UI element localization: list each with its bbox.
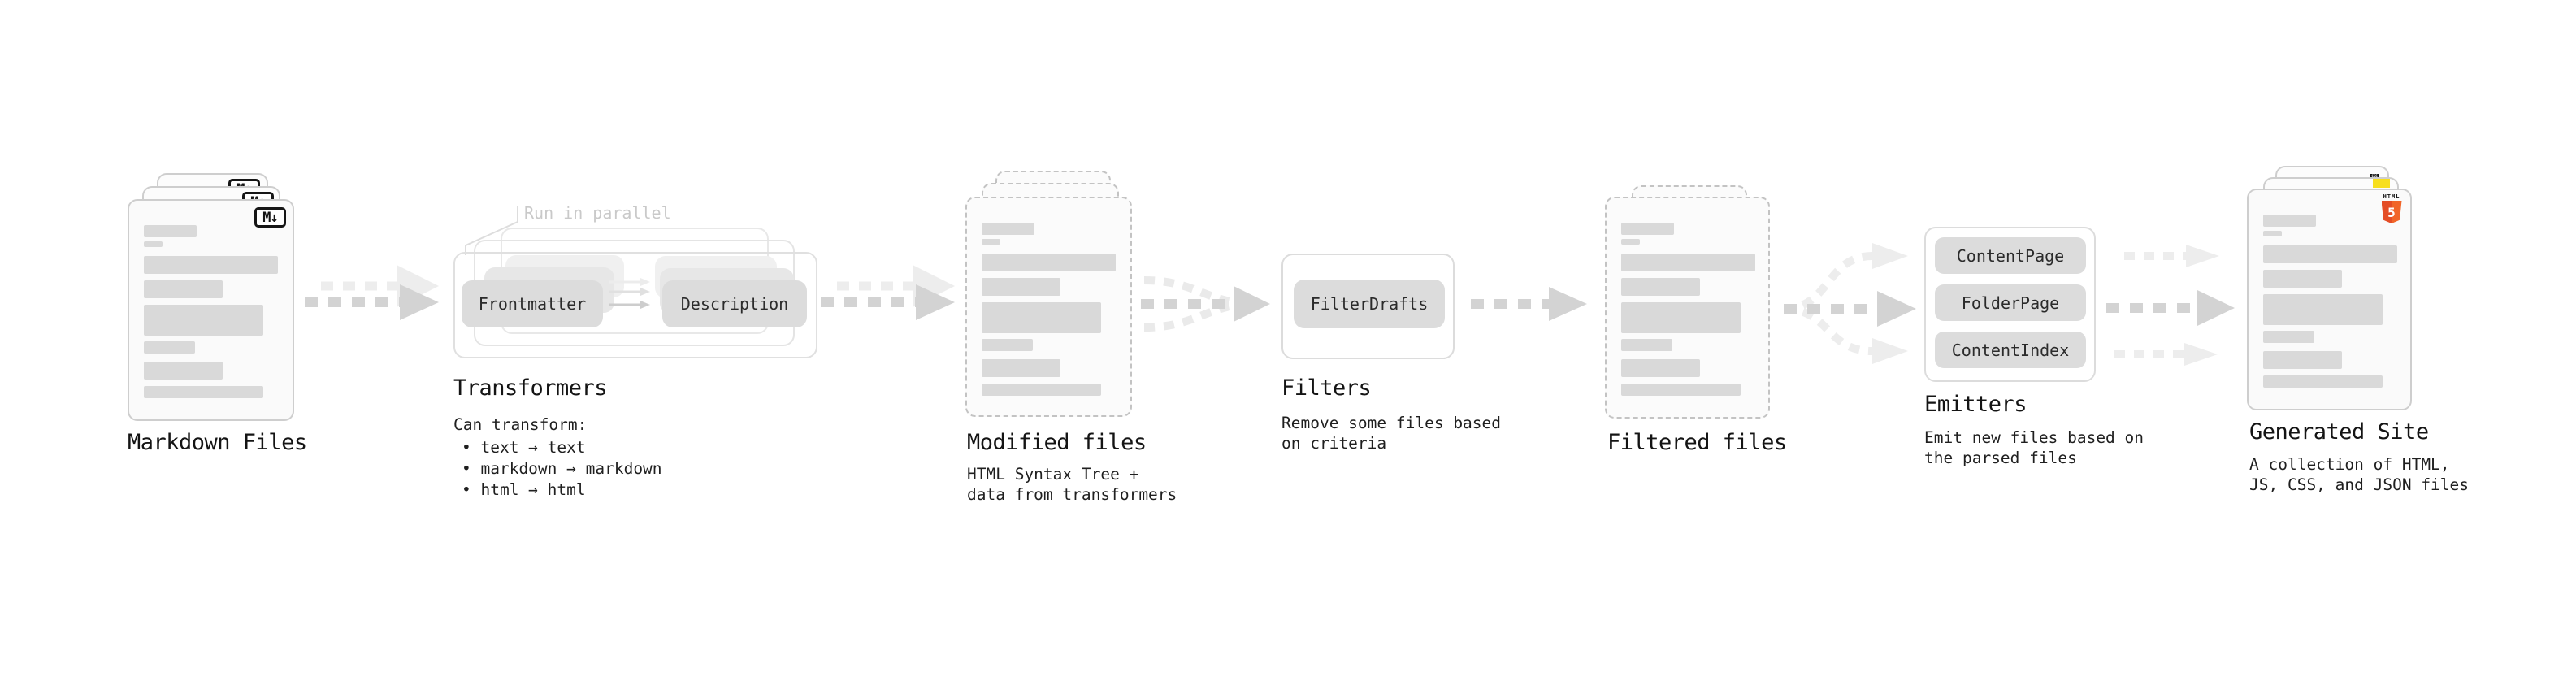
section-description: the parsed files [1924,449,2077,467]
placeholder-line [1621,384,1741,396]
placeholder-line [982,239,1000,245]
emitter-chip: ContentPage [1935,237,2086,274]
placeholder-line [1621,239,1640,245]
placeholder-line [144,280,223,298]
html-file-card: HTML 5 [2247,189,2412,410]
section-description: Can transform: [453,415,588,434]
section-description: on criteria [1281,434,1387,453]
placeholder-line [1621,359,1700,377]
html5-label: HTML [2383,193,2400,200]
section-description: data from transformers [967,485,1177,504]
parallel-bracket-icon [465,206,518,255]
parallel-arrows-icon [609,278,650,309]
section-description: Emit new files based on [1924,428,2144,447]
flow-arrow-icon [1471,287,1587,321]
flow-arrow-icon [2106,245,2235,366]
run-in-parallel-note: Run in parallel [524,203,671,223]
placeholder-line [982,254,1116,271]
placeholder-line [982,339,1033,351]
placeholder-line [2263,351,2342,369]
section-description: A collection of HTML, [2249,455,2450,474]
placeholder-line [982,359,1060,377]
section-description: JS, CSS, and JSON files [2249,475,2470,494]
filter-chip: FilterDrafts [1294,280,1445,328]
flow-arrow-icon [305,265,439,320]
section-title: Filtered files [1607,430,1787,455]
section-title: Emitters [1924,392,2027,417]
placeholder-line [144,305,263,336]
placeholder-line [982,302,1101,333]
placeholder-line [2263,375,2383,388]
placeholder-line [1621,339,1672,351]
placeholder-line [1621,302,1741,333]
section-title: Modified files [967,430,1147,455]
bullet-item: • html → html [462,480,586,499]
placeholder-line [2263,294,2383,325]
filtered-file-card [1605,197,1770,419]
placeholder-line [144,256,278,274]
html5-shield: 5 [2381,201,2402,223]
placeholder-line [2263,270,2342,288]
modified-file-card [965,197,1132,417]
placeholder-line [2263,331,2314,343]
placeholder-line [1621,254,1755,271]
placeholder-line [144,362,223,380]
bullet-item: • text → text [462,438,586,457]
section-title: Transformers [453,375,608,401]
placeholder-line [982,278,1060,296]
transformer-chip: Frontmatter [462,280,603,327]
html5-icon: HTML 5 [2380,193,2403,223]
placeholder-line [1621,278,1700,296]
emitter-chip: ContentIndex [1935,332,2086,368]
emitter-chip: FolderPage [1935,284,2086,321]
placeholder-line [144,341,195,354]
markdown-icon: M↓ [254,207,286,228]
bullet-item: • markdown → markdown [462,459,662,478]
placeholder-line [144,225,197,237]
split-arrow-icon [1783,243,1916,364]
markdown-file-card: M↓ [128,199,294,421]
placeholder-line [144,386,263,398]
section-title: Markdown Files [128,430,307,455]
placeholder-line [2263,245,2397,263]
section-title: Generated Site [2249,419,2429,445]
html5-number: 5 [2387,204,2396,220]
placeholder-line [1621,223,1674,235]
section-description: HTML Syntax Tree + [967,465,1139,484]
placeholder-line [2263,215,2316,227]
section-title: Filters [1281,375,1372,401]
js-icon [2373,179,2390,188]
flow-arrow-icon [821,265,955,320]
placeholder-line [982,384,1101,396]
merge-arrow-icon [1141,276,1270,332]
placeholder-line [2263,231,2282,236]
section-description: Remove some files based [1281,414,1502,432]
placeholder-line [982,223,1034,235]
transformer-layer-front [453,252,817,358]
placeholder-line [144,241,163,247]
css-label: CSS [2370,174,2379,179]
transformer-chip: Description [662,280,807,327]
